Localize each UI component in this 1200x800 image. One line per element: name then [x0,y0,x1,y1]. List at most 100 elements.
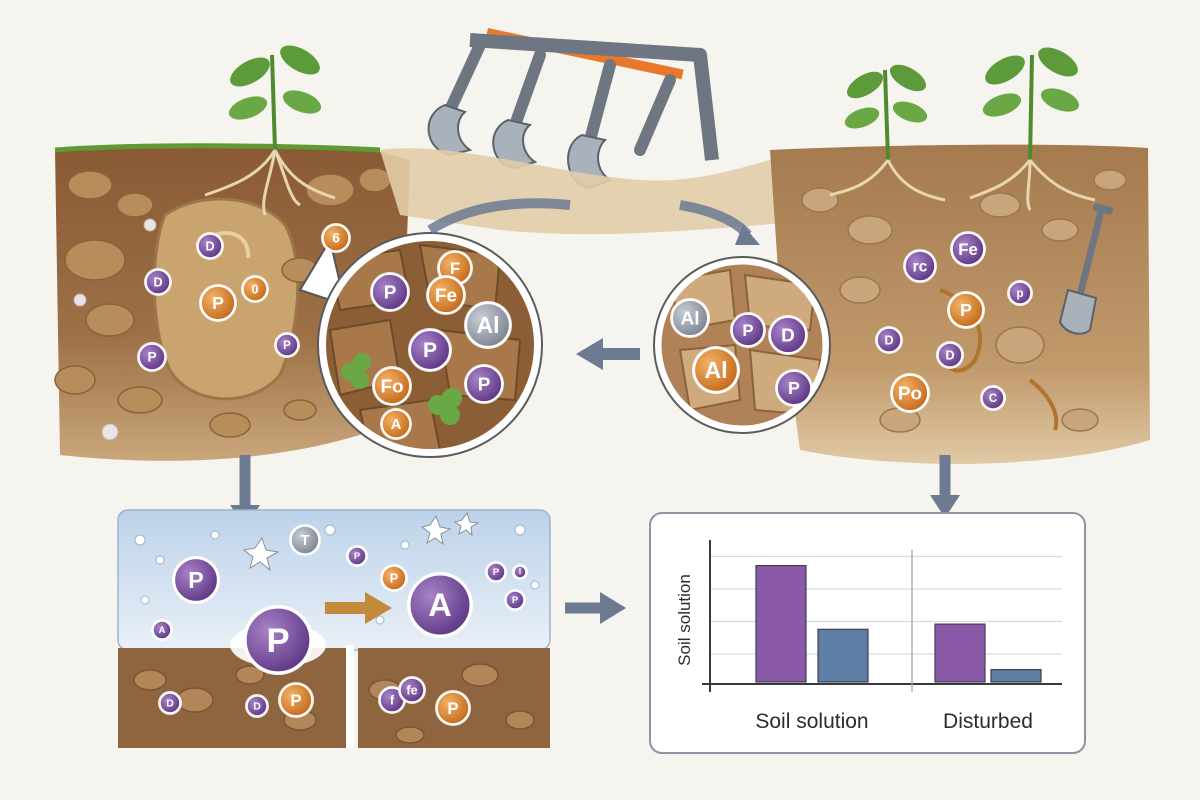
ion-label: D [781,325,795,346]
ion-marker: P [199,284,237,322]
sparkle-star [242,536,280,572]
ion-label: A [391,417,402,433]
ion-label: D [884,333,893,347]
ion-marker: P [730,312,766,348]
ion-label: P [512,595,518,606]
ion-label: D [205,239,214,253]
ion-label: C [989,393,998,405]
ion-marker: Fe [426,275,466,315]
ion-label: P [423,339,437,362]
ion-label: P [788,378,800,398]
ion-marker: T [289,524,321,556]
soil-left-ions: 6D D P 0P P [137,223,351,372]
flow-arrows [230,198,960,624]
ion-label: P [266,622,289,660]
shovel-icon [1058,203,1114,335]
ion-marker: Al [464,301,512,349]
ion-label: A [428,587,452,623]
ion-marker: P [346,545,368,567]
ion-marker: C [980,385,1006,411]
ion-marker: A [380,408,412,440]
ion-marker: Po [890,373,930,413]
ion-label: D [166,698,174,710]
subsoil-right-ions: feP [398,676,471,726]
seedling-icon [829,64,946,202]
ion-label: P [742,321,753,340]
ion-marker: P [504,589,526,611]
ion-marker: D [768,315,808,355]
ion-marker: P [435,690,471,726]
ion-label: P [478,374,491,395]
ion-label: fe [406,683,417,697]
ion-marker: P [278,682,314,718]
bar-blue [990,668,1042,683]
ion-label: Fe [435,285,457,306]
ion-label: T [301,533,310,549]
bar-purple [755,564,807,683]
ion-label: P [290,691,301,710]
ion-label: D [945,348,954,362]
ion-label: Fo [380,376,403,397]
pebbles-left [54,167,392,438]
bar-blue [817,628,869,683]
ion-label: rc [913,258,928,275]
ion-label: P [212,293,224,313]
ion-marker: P [380,564,408,592]
ion-label: p [1016,288,1023,300]
ion-marker: Fe [950,231,986,267]
ion-marker: D [158,691,182,715]
soil-solution-panel [117,509,551,748]
seedling-icon [969,47,1096,211]
ion-label: D [153,275,162,289]
ion-label: 6 [332,231,340,246]
clover-leaves [341,353,462,425]
ion-marker: P [137,342,167,372]
ion-marker: rc [903,249,937,283]
ion-marker: P [775,369,813,407]
ion-marker: P [274,332,300,358]
ion-label: D [253,701,261,713]
ion-marker: D [245,694,269,718]
ion-label: 0 [251,282,258,296]
ion-label: f [390,693,395,707]
ion-marker: D [196,232,224,260]
ion-marker: P [172,556,220,604]
ion-label: Po [898,383,922,404]
ion-marker: 0 [241,275,269,303]
ion-marker: P [947,291,985,329]
seedling-icon [204,45,336,216]
ion-marker: P [370,272,410,312]
ion-marker: I [512,564,528,580]
ion-marker: D [936,341,964,369]
ion-label: Fe [958,240,978,259]
ion-label: P [354,551,360,562]
ion-marker: A [151,619,173,641]
ion-label: F [450,259,460,278]
white-pebbles-left [73,218,157,441]
ion-label: A [159,625,166,636]
x-tick-label: Disturbed [943,710,1033,733]
ion-marker: P [408,328,452,372]
ion-label: Al [681,308,700,329]
ion-label: P [188,567,203,593]
ion-label: I [519,567,521,576]
ion-label: P [390,571,398,585]
ion-marker: fe [398,676,426,704]
ion-label: P [447,699,458,718]
ion-marker: 6 [321,223,351,253]
bar-purple [934,623,986,683]
ion-label: P [960,300,972,320]
ion-marker: A [407,572,473,638]
ion-label: P [147,350,156,365]
ion-marker: P [464,364,504,404]
y-axis-label: Soil solution [675,574,694,666]
ion-marker: D [875,326,903,354]
grass-strip [54,143,381,153]
ion-marker: D [144,268,172,296]
